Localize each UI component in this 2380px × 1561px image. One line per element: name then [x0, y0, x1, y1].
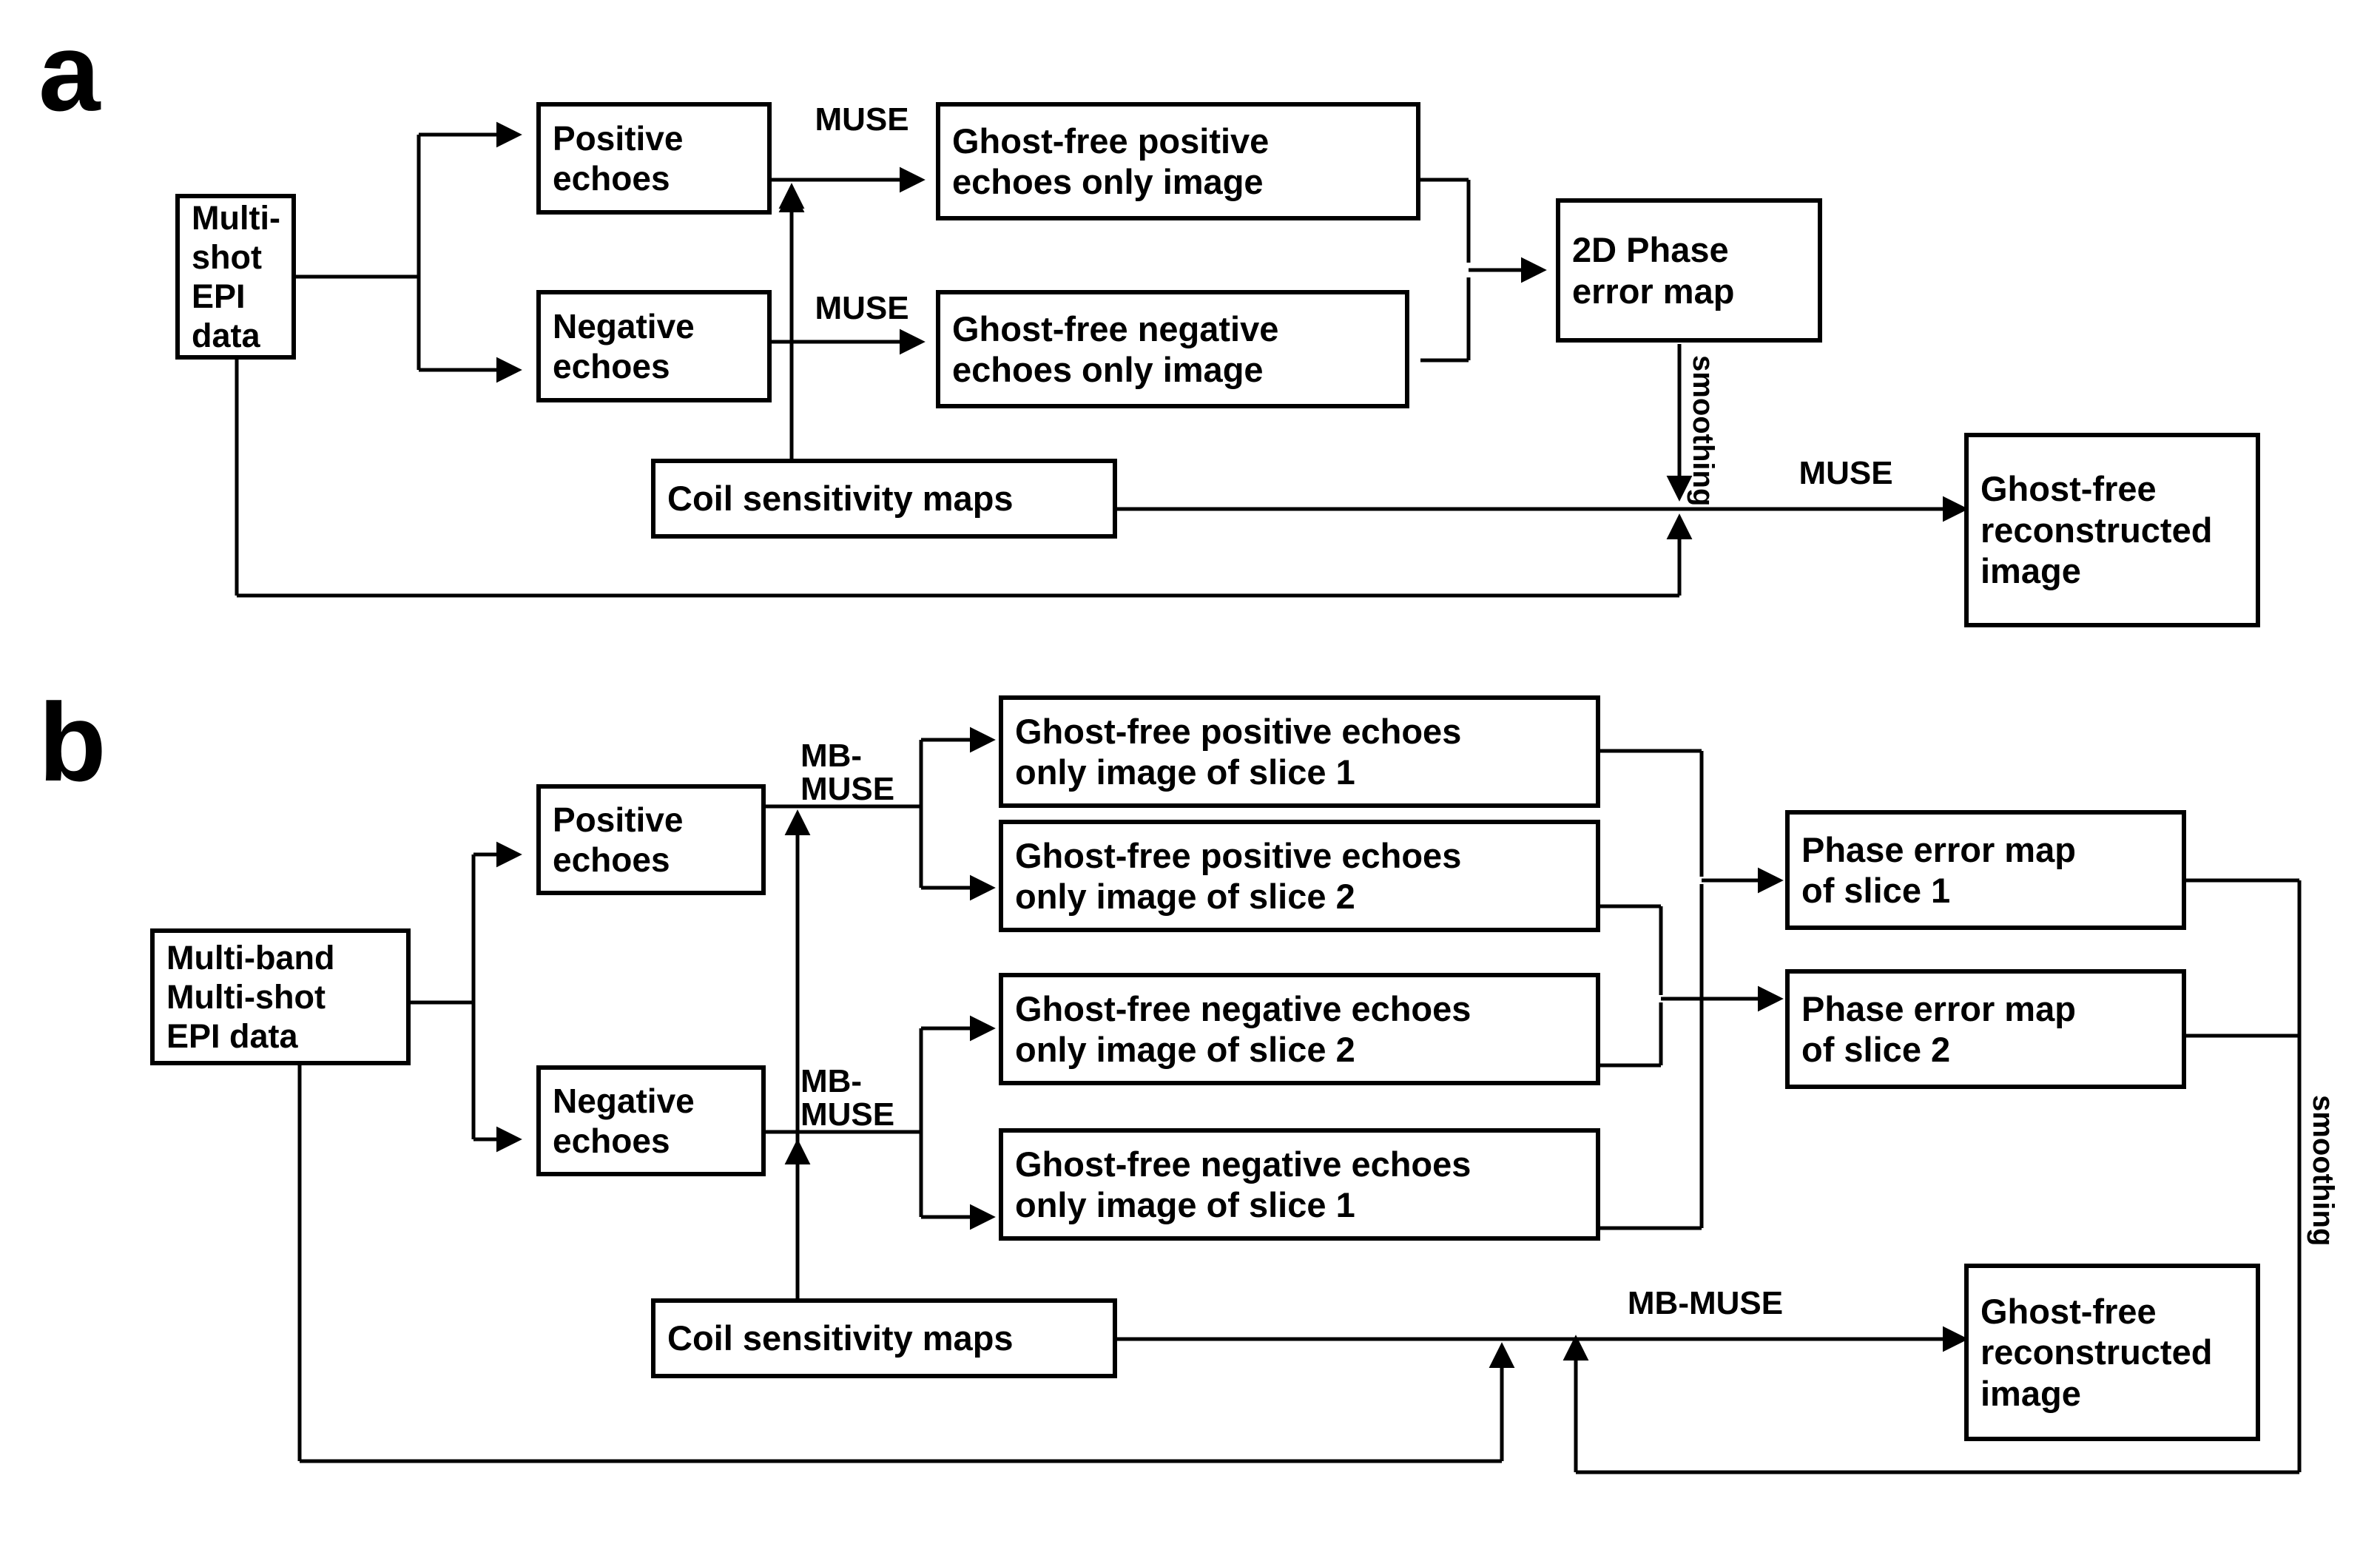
edge-label-mb-muse-positive: MB-MUSE [800, 738, 895, 807]
node-label: Coil sensitivity maps [667, 479, 1014, 519]
node-coil-sensitivity-maps: Coil sensitivity maps [651, 459, 1117, 539]
edge-label-muse-output: MUSE [1799, 455, 1893, 491]
edge-label-muse-positive: MUSE [815, 101, 909, 138]
edge-label-mb-muse-output: MB-MUSE [1627, 1285, 1784, 1321]
node-coil-sensitivity-maps-b: Coil sensitivity maps [651, 1298, 1117, 1378]
panel-letter-a: a [38, 10, 100, 134]
edge-label-smoothing-b: smoothing [2307, 1095, 2339, 1247]
edge-label-smoothing-a: smoothing [1687, 355, 1719, 507]
edge-label-muse-negative: MUSE [815, 290, 909, 326]
panel-letter-b: b [38, 680, 107, 804]
edge-label-mb-muse-negative: MB-MUSE [800, 1063, 895, 1133]
node-label: Coil sensitivity maps [667, 1318, 1014, 1358]
